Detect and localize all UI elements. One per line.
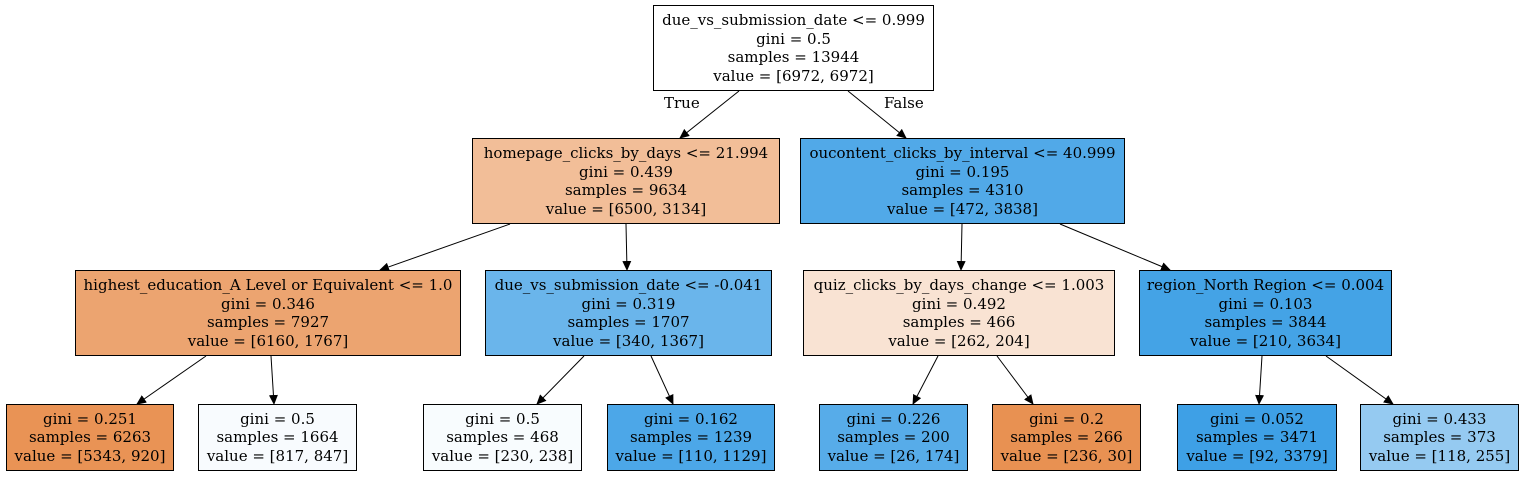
tree-node-oucontent-clicks: oucontent_clicks_by_interval <= 40.999 g… [800,138,1125,224]
tree-edge-arrow [847,90,907,139]
tree-edge-arrow [996,355,1034,405]
node-samples: samples = 266 [1010,428,1123,447]
node-gini: gini = 0.251 [43,409,137,428]
tree-edge-arrow [1059,223,1171,271]
node-samples: samples = 466 [902,313,1016,331]
tree-edge-arrow [912,355,939,405]
node-gini: gini = 0.2 [1029,409,1104,428]
node-value: value = [92, 3379] [1186,446,1328,465]
tree-leaf: gini = 0.5 samples = 468 value = [230, 2… [423,404,582,471]
node-samples: samples = 7927 [206,313,330,331]
node-split-rule: region_North Region <= 0.004 [1146,276,1385,294]
node-samples: samples = 4310 [901,181,1024,199]
node-gini: gini = 0.433 [1392,409,1487,428]
tree-edge-arrow [679,90,740,139]
tree-node-due-vs-submission: due_vs_submission_date <= -0.041 gini = … [485,270,772,356]
node-gini: gini = 0.226 [846,409,941,428]
tree-leaf: gini = 0.2 samples = 266 value = [236, 3… [992,404,1141,471]
tree-leaf: gini = 0.162 samples = 1239 value = [110… [607,404,775,471]
tree-node-highest-education: highest_education_A Level or Equivalent … [75,270,461,356]
tree-edge-arrow [536,355,585,405]
node-gini: gini = 0.5 [240,409,315,428]
node-samples: samples = 200 [837,428,950,447]
node-gini: gini = 0.052 [1210,409,1304,428]
tree-leaf: gini = 0.052 samples = 3471 value = [92,… [1177,404,1337,471]
node-samples: samples = 468 [446,428,559,447]
node-split-rule: oucontent_clicks_by_interval <= 40.999 [809,144,1116,162]
node-gini: gini = 0.162 [644,409,738,428]
tree-edge-arrow [650,355,674,405]
node-value: value = [210, 3634] [1190,331,1341,350]
node-value: value = [230, 238] [431,446,574,465]
node-value: value = [340, 1367] [553,331,704,350]
tree-edge-arrow [1325,355,1394,405]
tree-edge-arrow [268,355,278,405]
node-split-rule: highest_education_A Level or Equivalent … [83,276,453,294]
node-value: value = [118, 255] [1368,446,1511,465]
node-value: value = [26, 174] [827,446,960,465]
tree-edge-arrow [956,223,966,271]
tree-leaf: gini = 0.251 samples = 6263 value = [534… [6,404,174,471]
tree-node-region-north: region_North Region <= 0.004 gini = 0.10… [1139,270,1392,356]
node-samples: samples = 9634 [564,181,688,199]
node-value: value = [236, 30] [1000,446,1133,465]
edge-label-true: True [664,94,700,112]
node-samples: samples = 3471 [1195,428,1319,447]
node-value: value = [472, 3838] [887,199,1038,218]
node-gini: gini = 0.5 [756,29,831,48]
node-samples: samples = 373 [1383,428,1496,447]
node-samples: samples = 1664 [216,428,339,447]
node-value: value = [6972, 6972] [713,66,874,85]
node-value: value = [6500, 3134] [545,199,707,218]
node-gini: gini = 0.439 [579,162,673,181]
node-samples: samples = 1239 [629,428,753,447]
node-samples: samples = 3844 [1204,313,1327,331]
tree-node-quiz-clicks: quiz_clicks_by_days_change <= 1.003 gini… [803,270,1115,356]
node-samples: samples = 13944 [727,48,860,66]
tree-edge-arrow [1255,355,1265,405]
node-split-rule: homepage_clicks_by_days <= 21.994 [483,144,769,162]
node-gini: gini = 0.5 [465,409,540,428]
node-gini: gini = 0.195 [915,162,1010,181]
node-gini: gini = 0.103 [1218,294,1313,313]
node-split-rule: due_vs_submission_date <= 0.999 [662,11,925,29]
node-gini: gini = 0.346 [221,294,315,313]
tree-edge-arrow [622,223,632,271]
tree-node-homepage-clicks: homepage_clicks_by_days <= 21.994 gini =… [472,138,780,224]
node-split-rule: quiz_clicks_by_days_change <= 1.003 [813,276,1105,294]
node-value: value = [6160, 1767] [187,331,349,350]
node-value: value = [262, 204] [888,331,1030,350]
node-value: value = [5343, 920] [14,446,166,465]
tree-leaf: gini = 0.5 samples = 1664 value = [817, … [198,404,357,471]
tree-leaf: gini = 0.226 samples = 200 value = [26, … [819,404,968,471]
node-value: value = [817, 847] [206,446,349,465]
node-gini: gini = 0.492 [912,294,1006,313]
tree-edge-arrow [379,223,511,272]
edge-label-false: False [884,94,924,112]
tree-leaf: gini = 0.433 samples = 373 value = [118,… [1360,404,1519,471]
tree-node-root: due_vs_submission_date <= 0.999 gini = 0… [653,5,934,91]
node-samples: samples = 6263 [28,428,152,447]
node-gini: gini = 0.319 [581,294,676,313]
node-split-rule: due_vs_submission_date <= -0.041 [494,276,763,294]
node-samples: samples = 1707 [567,313,690,331]
node-value: value = [110, 1129] [615,446,767,465]
tree-edge-arrow [136,355,207,405]
